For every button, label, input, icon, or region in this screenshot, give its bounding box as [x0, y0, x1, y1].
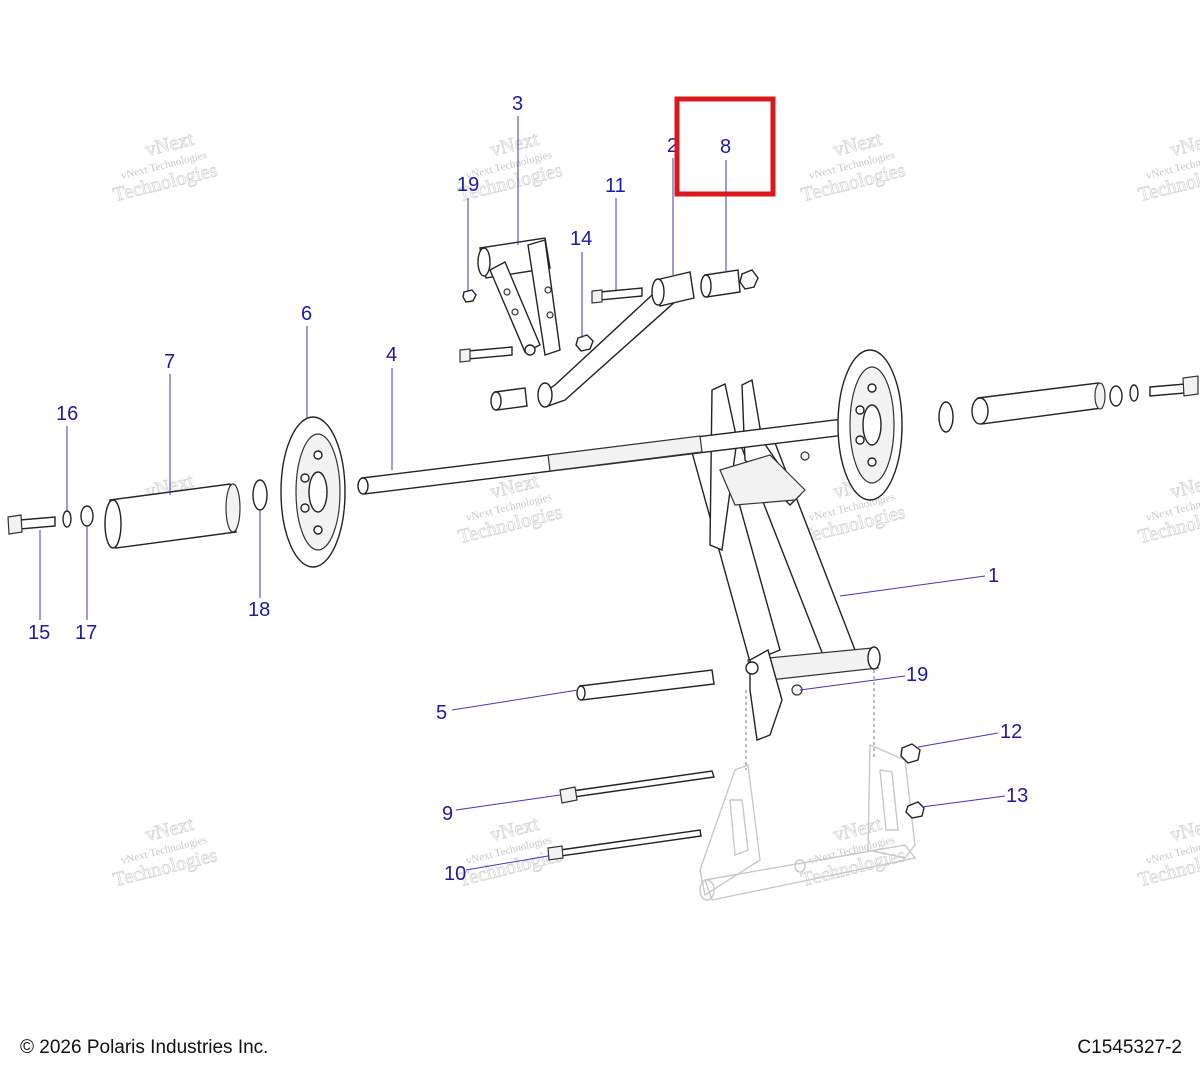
part-17-right-washer	[1109, 385, 1123, 407]
parts	[7, 237, 1199, 901]
callout-17[interactable]: 17	[75, 622, 97, 644]
watermarks: vNext vNext Technologies Technologies vN…	[111, 127, 1200, 891]
part-7-left-spacer	[104, 483, 241, 549]
part-8-bushing	[700, 269, 759, 298]
callout-15[interactable]: 15	[28, 622, 50, 644]
part-16-right-washer	[1129, 384, 1139, 402]
callout-6[interactable]: 6	[301, 303, 312, 325]
lower-frame-ghost	[699, 743, 917, 901]
leader-10	[465, 855, 549, 871]
callout-1[interactable]: 1	[988, 565, 999, 587]
svg-text:vNext: vNext	[1168, 128, 1200, 161]
callout-19-upper[interactable]: 19	[457, 174, 479, 196]
callout-7[interactable]: 7	[164, 351, 175, 373]
callout-19-lower[interactable]: 19	[906, 664, 928, 686]
callout-4[interactable]: 4	[386, 344, 397, 366]
part-5-tube	[576, 669, 715, 701]
part-6-left-wheel	[280, 416, 346, 568]
callout-14[interactable]: 14	[570, 228, 592, 250]
callout-8[interactable]: 8	[720, 136, 731, 158]
callout-13[interactable]: 13	[1006, 785, 1028, 807]
callout-2[interactable]: 2	[667, 135, 678, 157]
watermark: vNext vNext Technologies Technologies	[1136, 469, 1200, 548]
watermark: vNext vNext Technologies Technologies	[799, 812, 909, 891]
callout-9[interactable]: 9	[442, 803, 453, 825]
svg-text:vNext: vNext	[1168, 813, 1200, 846]
leader-12	[917, 732, 999, 748]
leader-5	[451, 689, 579, 711]
part-7-right-spacer	[971, 382, 1106, 425]
leader-1	[839, 575, 986, 597]
part-9-long-bolt	[559, 770, 715, 804]
part-2-arm	[537, 271, 695, 408]
watermark: vNext vNext Technologies Technologies	[111, 812, 221, 891]
part-11-bolt	[591, 287, 643, 304]
svg-text:vNext: vNext	[1168, 470, 1200, 503]
watermark: vNext vNext Technologies Technologies	[1136, 127, 1200, 206]
leader-19b	[799, 675, 906, 691]
watermark: vNext vNext Technologies Technologies	[111, 127, 221, 206]
part-4-axle-shaft	[357, 411, 903, 495]
copyright-text: © 2026 Polaris Industries Inc.	[20, 1037, 269, 1058]
callout-16[interactable]: 16	[56, 403, 78, 425]
callout-3[interactable]: 3	[512, 93, 523, 115]
callout-5[interactable]: 5	[436, 702, 447, 724]
part-12-nut	[900, 743, 921, 764]
callouts: 1 2 3 4 5 6 7 8 9 10 11 12 13 14 15 16 1…	[28, 93, 1028, 885]
watermark: vNext vNext Technologies Technologies	[1136, 812, 1200, 891]
part-3-link	[477, 237, 561, 356]
part-13-nut	[905, 801, 925, 819]
link-bolt	[459, 346, 513, 363]
part-15-left-bolt	[7, 514, 56, 535]
part-18-left-ring	[252, 479, 268, 511]
callout-12[interactable]: 12	[1000, 721, 1022, 743]
part-16-left-washer	[62, 510, 72, 528]
lower-bushing	[490, 387, 528, 411]
callout-11[interactable]: 11	[605, 175, 626, 197]
highlight-box	[674, 96, 776, 197]
watermark: vNext vNext Technologies Technologies	[799, 127, 909, 206]
leader-13	[921, 795, 1006, 808]
part-17-left-washer	[80, 505, 94, 527]
part-19-nut	[462, 289, 477, 303]
part-14-nut	[575, 334, 594, 352]
part-15-right-bolt	[1149, 375, 1199, 397]
leader-9	[455, 794, 561, 811]
callout-10[interactable]: 10	[444, 863, 466, 885]
diagram-id: C1545327-2	[1077, 1037, 1182, 1058]
part-10-long-bolt	[547, 829, 702, 861]
part-6-right-wheel	[837, 349, 903, 501]
callout-18[interactable]: 18	[248, 599, 270, 621]
part-1-frame	[689, 378, 881, 741]
leader-lines	[39, 116, 1006, 871]
part-18-right-ring	[938, 401, 954, 433]
